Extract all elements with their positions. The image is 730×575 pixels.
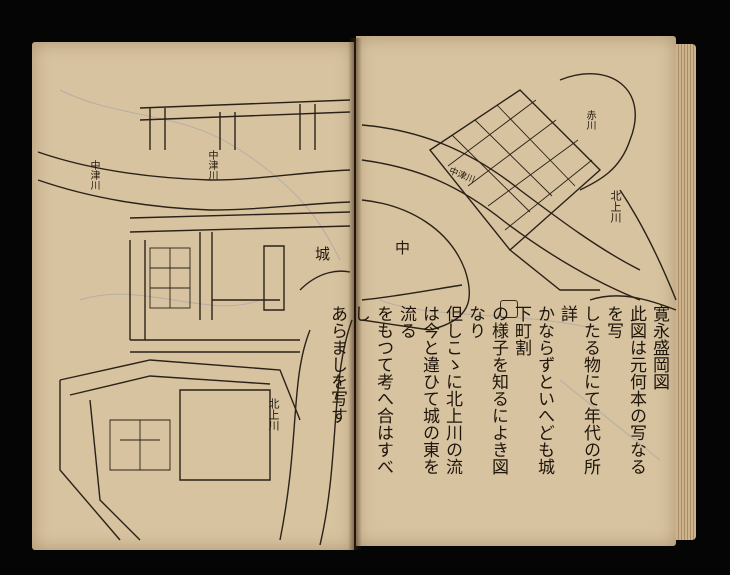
river-right bbox=[361, 124, 641, 301]
note-line: 但しこゝに北上川の流 bbox=[442, 305, 462, 475]
note-title: 寛永盛岡図 bbox=[649, 305, 669, 390]
small-seal-mark bbox=[500, 300, 518, 318]
river-left bbox=[37, 151, 351, 211]
river-mid-label: 中津川 bbox=[206, 150, 217, 180]
street-grid-right bbox=[428, 73, 677, 311]
castle-area-right bbox=[361, 199, 471, 331]
book-spine bbox=[348, 38, 362, 550]
river-left-label: 中津川 bbox=[88, 160, 99, 190]
note-line: したる物にて年代の所詳 bbox=[557, 305, 600, 475]
street-grid-left bbox=[129, 99, 351, 353]
note-line: は今と違ひて城の東を流る bbox=[396, 305, 439, 475]
castle-label: 城 bbox=[313, 246, 331, 261]
lower-town-left bbox=[59, 319, 353, 546]
note-line: 此図は元何本の写なるを写 bbox=[603, 305, 646, 475]
page-edges bbox=[676, 44, 696, 540]
right-page bbox=[356, 36, 676, 546]
river-kitakami-left-label: 北上川 bbox=[267, 398, 280, 431]
note-line: をもつて考へ合はすべし bbox=[350, 305, 393, 475]
note-line: の様子を知るによき図なり bbox=[465, 305, 508, 475]
note-line: あらましを写す bbox=[327, 305, 347, 424]
note-line: かならずといへども城下町割 bbox=[511, 305, 554, 475]
show-through-lines bbox=[59, 89, 661, 461]
handwritten-note: 寛永盛岡図 此図は元何本の写なるを写 したる物にて年代の所詳 かならずといへども… bbox=[327, 305, 670, 485]
town-char-label: 中 bbox=[393, 240, 411, 255]
akagawa-label: 赤川 bbox=[584, 110, 595, 130]
river-kitakami-right-label: 北上川 bbox=[609, 190, 622, 223]
